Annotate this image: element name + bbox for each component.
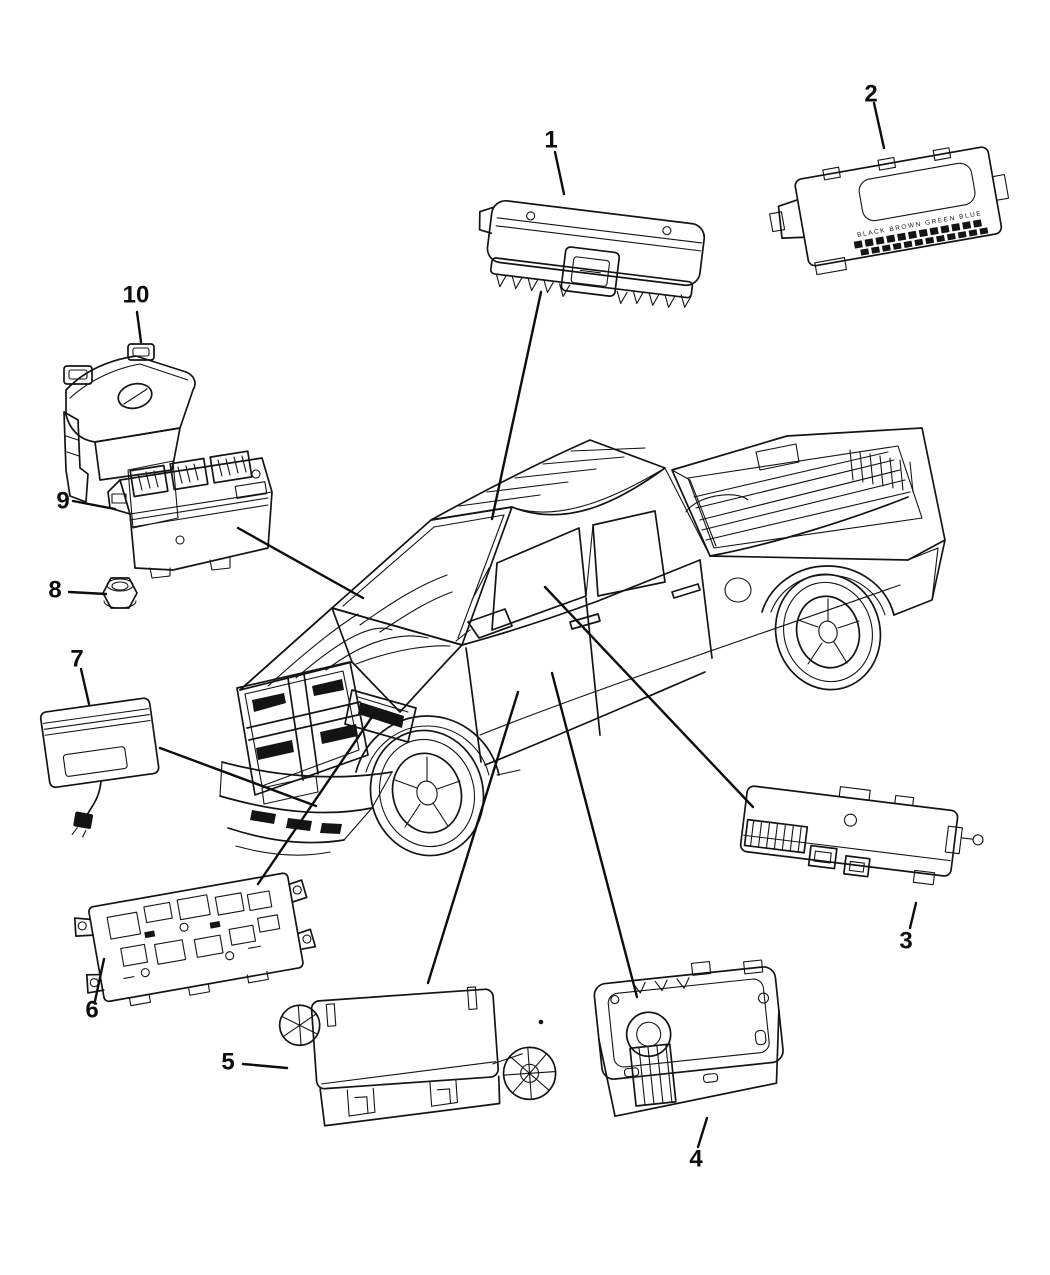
leader-line-3 xyxy=(543,585,755,809)
callout-label-9: 9 xyxy=(56,487,69,514)
truck-illustration xyxy=(219,427,946,1025)
module-10-illustration xyxy=(63,343,196,529)
module-7-illustration xyxy=(39,697,160,838)
leader-lines xyxy=(158,290,755,999)
callout-label-2: 2 xyxy=(864,80,877,107)
module-3-illustration xyxy=(739,785,984,886)
callout-tick-3 xyxy=(908,901,918,930)
truck-bed xyxy=(671,427,946,561)
leader-line-9 xyxy=(236,526,365,600)
callout-tick-8 xyxy=(67,590,108,596)
reference-dot xyxy=(538,1019,544,1025)
callout-tick-7 xyxy=(79,667,91,706)
callout-label-7: 7 xyxy=(70,645,83,672)
callout-label-1: 1 xyxy=(544,126,557,153)
module-1-connector-teeth xyxy=(495,273,692,308)
module-4-illustration xyxy=(593,959,784,1118)
callout-label-3: 3 xyxy=(899,927,912,954)
callout-label-4: 4 xyxy=(689,1145,703,1172)
callout-label-8: 8 xyxy=(48,576,61,603)
callout-tick-6 xyxy=(93,957,106,1003)
truck-rear-wheel xyxy=(761,565,895,691)
callout-tick-4 xyxy=(696,1116,709,1149)
truck-windshield xyxy=(331,506,513,646)
callout-label-6: 6 xyxy=(85,996,98,1023)
callout-label-5: 5 xyxy=(221,1048,234,1075)
callout-label-10: 10 xyxy=(123,281,150,308)
truck-roof xyxy=(430,439,666,521)
leader-line-5 xyxy=(426,690,520,985)
leader-line-6 xyxy=(256,712,376,886)
module-9-illustration xyxy=(107,450,273,579)
leader-line-1 xyxy=(490,290,543,521)
module-8-nut-illustration xyxy=(102,577,138,609)
truck-front-end xyxy=(219,607,463,856)
callout-tick-5 xyxy=(241,1062,289,1070)
callout-tick-2 xyxy=(872,101,886,150)
module-2-illustration: BLACK BROWN GREEN BLUE xyxy=(769,146,1010,276)
module-1-illustration xyxy=(478,199,706,308)
truck-front-wheel xyxy=(355,715,500,857)
callout-ticks xyxy=(67,101,918,1149)
truck-body-side xyxy=(465,539,946,776)
callout-tick-10 xyxy=(135,310,143,344)
module-2-connector-pins xyxy=(853,219,989,256)
module-5-illustration xyxy=(278,986,557,1127)
callout-tick-1 xyxy=(553,150,566,196)
module-6-illustration xyxy=(73,872,317,1007)
leader-line-7 xyxy=(158,746,318,808)
truck-side-windows xyxy=(461,467,711,646)
callout-labels: 1 2 3 4 5 6 7 8 9 10 xyxy=(48,80,912,1172)
leader-line-4 xyxy=(550,671,639,999)
module-6-components xyxy=(106,890,281,979)
callout-tick-9 xyxy=(71,499,117,511)
